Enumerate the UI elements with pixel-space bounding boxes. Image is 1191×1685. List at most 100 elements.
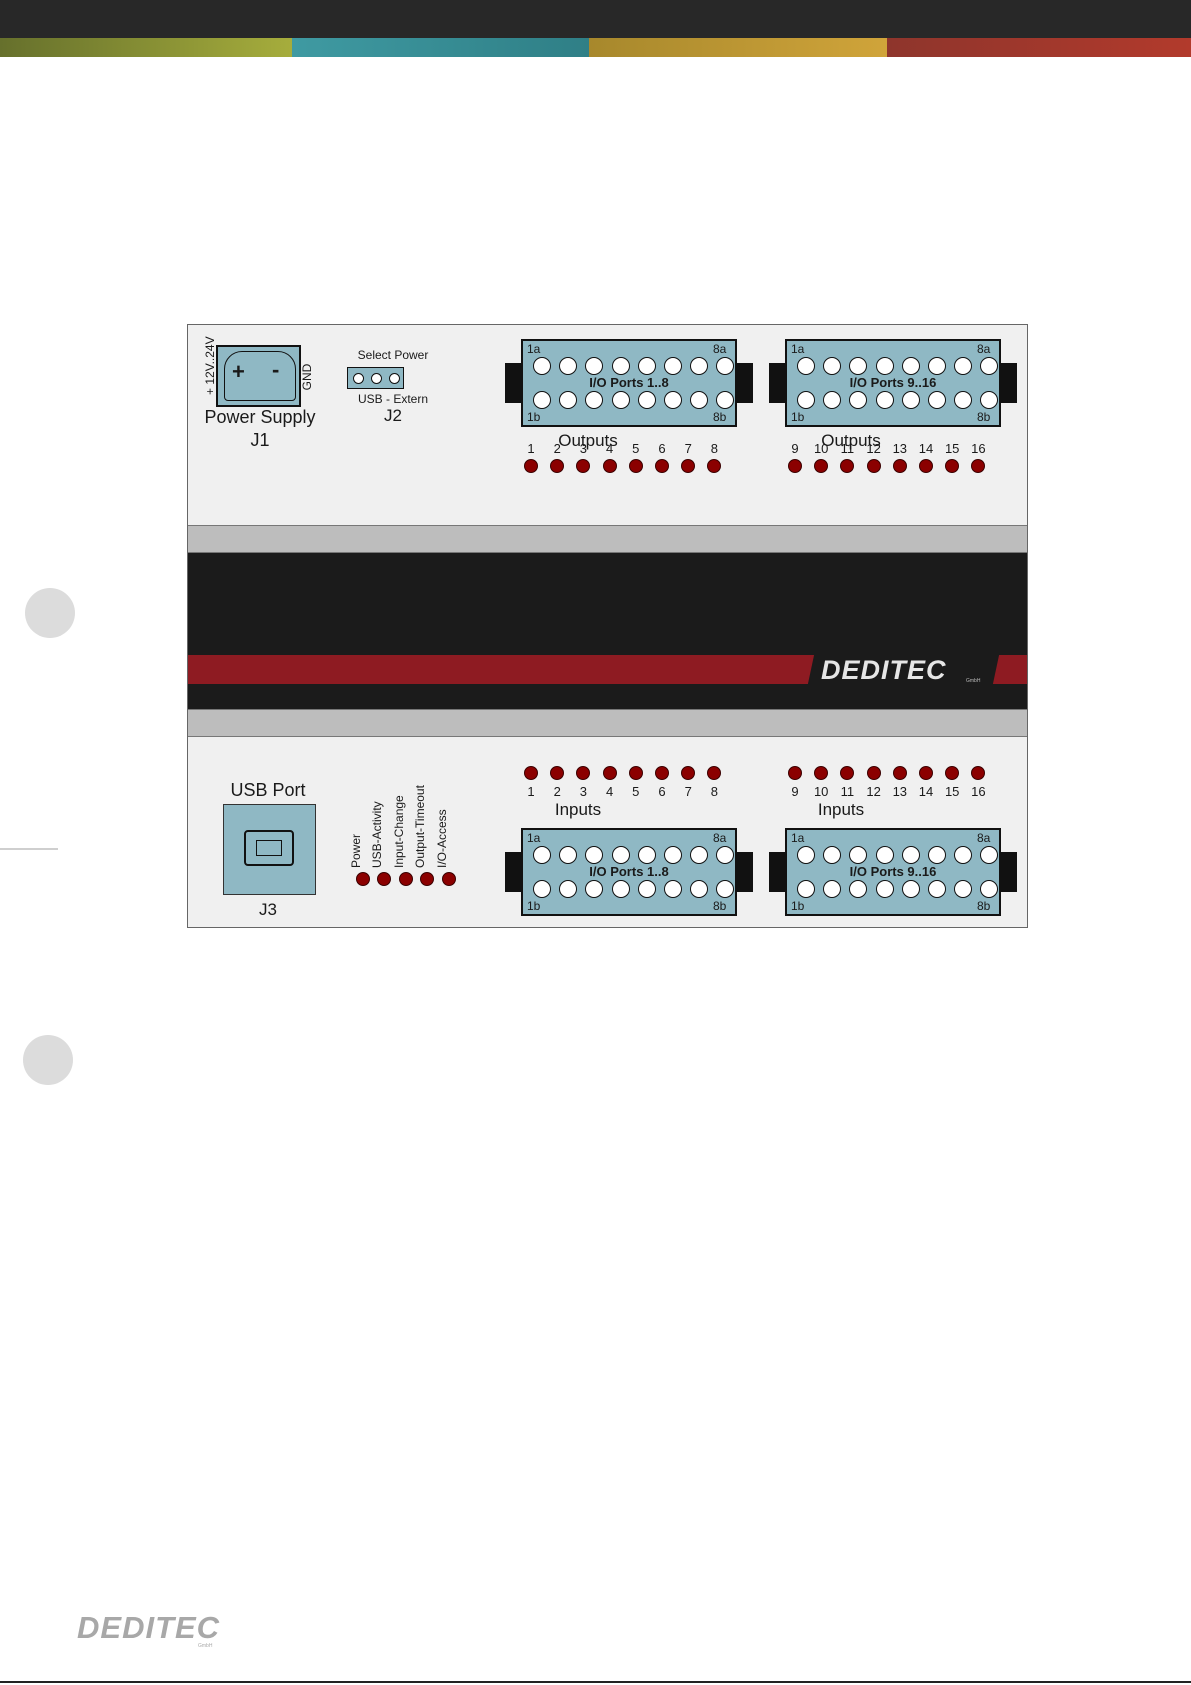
band-gold	[589, 38, 887, 57]
led-outputs-left	[681, 459, 696, 473]
connector-pin	[664, 880, 682, 898]
connector-pin	[716, 846, 735, 864]
channel-number: 16	[971, 441, 986, 456]
led-inputs-right	[971, 766, 986, 780]
select-power-options: USB - Extern	[357, 392, 429, 406]
pin-label-1b: 1b	[791, 410, 805, 424]
status-label-power: Power	[349, 833, 363, 868]
pin-label-8a: 8a	[713, 342, 727, 356]
connector-ear-right	[737, 852, 753, 892]
connector-pin	[823, 357, 842, 375]
voltage-label: + 12V..24V	[203, 336, 217, 395]
connector-pin	[901, 880, 920, 898]
connector-pin	[585, 846, 604, 864]
connector-pin	[797, 880, 815, 898]
pin-label-1a: 1a	[527, 831, 541, 845]
channel-number: 12	[866, 784, 881, 799]
pin-label-8b: 8b	[977, 410, 991, 424]
channel-number: 6	[658, 784, 666, 799]
led-outputs-right	[945, 459, 960, 473]
channel-number: 2	[553, 441, 561, 456]
connector-pin	[849, 846, 868, 864]
connector-title: I/O Ports 9..16	[849, 864, 937, 879]
connector-pin	[823, 391, 842, 409]
housing-center	[188, 553, 1027, 710]
channel-number: 2	[553, 784, 561, 799]
led-outputs-left	[707, 459, 722, 473]
connector-pin	[797, 391, 815, 409]
connector-pin	[559, 846, 578, 864]
connector-pin	[716, 880, 735, 898]
inputs-right-label: Inputs	[817, 800, 865, 819]
channel-number: 10	[813, 784, 829, 799]
connector-pin	[637, 846, 656, 864]
connector-pin	[585, 880, 604, 898]
led-inputs-left	[576, 766, 591, 780]
connector-bottom-left	[521, 828, 737, 916]
led-outputs-right	[866, 459, 881, 473]
margin-rule	[0, 848, 58, 850]
din-rail-top	[188, 525, 1027, 553]
inputs-left-label: Inputs	[554, 800, 602, 819]
connector-pin	[664, 846, 682, 864]
connector-pin	[875, 846, 894, 864]
connector-pin	[901, 391, 920, 409]
connector-pin	[954, 880, 973, 898]
connector-pin	[611, 357, 630, 375]
connector-pin	[823, 880, 842, 898]
connector-ear-left	[769, 363, 785, 403]
led-outputs-left	[655, 459, 669, 473]
band-red	[887, 38, 1191, 57]
connector-bottom-right	[785, 828, 1001, 916]
led-outputs-right	[840, 459, 855, 473]
channel-number: 13	[892, 441, 908, 456]
connector-pin	[664, 391, 682, 409]
pin-label-8b: 8b	[713, 899, 727, 913]
channel-number: 5	[632, 441, 640, 456]
connector-pin	[928, 880, 946, 898]
connector-pin	[954, 357, 973, 375]
pin-label-8b: 8b	[713, 410, 727, 424]
connector-pin	[664, 357, 682, 375]
channel-number: 15	[944, 784, 960, 799]
channel-number: 8	[710, 784, 718, 799]
led-inputs-left	[655, 766, 669, 780]
connector-title: I/O Ports 1..8	[589, 864, 669, 879]
gnd-label: GND	[300, 363, 314, 391]
header-bar	[0, 0, 1191, 38]
channel-number: 11	[840, 441, 855, 456]
led-inputs-left	[707, 766, 722, 780]
jumper-pin	[353, 373, 364, 384]
connector-pin	[637, 880, 656, 898]
connector-pin	[797, 846, 815, 864]
connector-pin	[928, 846, 946, 864]
channel-number: 14	[918, 784, 934, 799]
module-diagram: + - + 12V..24V GND Power Supply J1 Selec…	[187, 324, 1028, 928]
connector-title: I/O Ports 1..8	[589, 375, 669, 390]
connector-top-left	[521, 339, 737, 427]
connector-pin	[875, 357, 894, 375]
led-inputs-right	[788, 766, 802, 780]
channel-number: 7	[684, 784, 692, 799]
connector-ear-left	[505, 852, 521, 892]
led-inputs-left	[681, 766, 696, 780]
connector-pin	[611, 846, 630, 864]
connector-top-right	[785, 339, 1001, 427]
connector-pin	[928, 357, 946, 375]
terminal-plus-sign: +	[232, 359, 245, 384]
status-label-output-timeout: Output-Timeout	[413, 785, 427, 868]
led-inputs-right	[892, 766, 907, 780]
brand-sub: GmbH	[966, 678, 981, 684]
binder-hole-bottom	[23, 1035, 73, 1085]
connector-pin	[954, 846, 973, 864]
power-jumper	[347, 367, 404, 389]
connector-pin	[954, 391, 973, 409]
channel-number: 7	[684, 441, 692, 456]
status-led-usb-activity	[377, 872, 391, 886]
status-label-io-access: I/O-Access	[435, 809, 449, 868]
connector-pin	[797, 357, 815, 375]
footer-rule	[0, 1681, 1191, 1683]
led-inputs-right	[919, 766, 933, 780]
pin-label-1a: 1a	[791, 831, 805, 845]
connector-pin	[559, 357, 578, 375]
